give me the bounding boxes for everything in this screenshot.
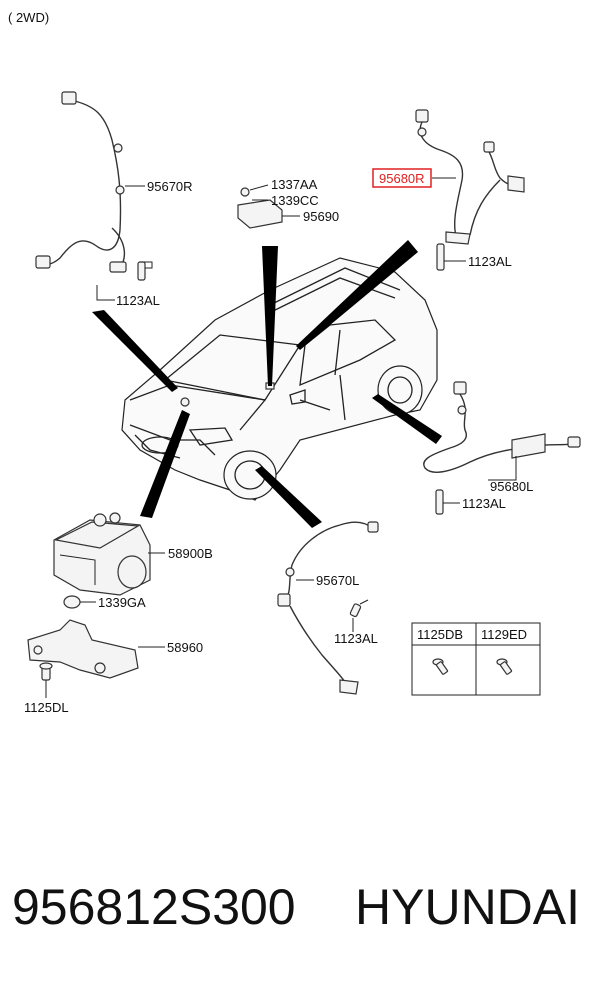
abs-unit-drawing bbox=[53, 512, 165, 596]
bolt-1125DB-icon bbox=[432, 658, 449, 675]
front-left-sensor-drawing bbox=[277, 521, 379, 695]
front-left-bolt-drawing bbox=[349, 599, 369, 632]
beam-rear-left bbox=[372, 394, 442, 444]
table-header-1129ED: 1129ED bbox=[481, 627, 527, 642]
label-1339GA: 1339GA bbox=[98, 595, 146, 610]
beam-front-left bbox=[255, 466, 322, 528]
beam-module bbox=[262, 246, 278, 386]
label-1337AA: 1337AA bbox=[271, 177, 318, 192]
rear-left-sensor-drawing bbox=[423, 381, 581, 481]
label-1125DL: 1125DL bbox=[24, 700, 69, 715]
label-95680R: 95680R bbox=[379, 171, 425, 186]
label-58960: 58960 bbox=[167, 640, 203, 655]
bolt-table: 1125DB 1129ED bbox=[411, 622, 541, 696]
label-1123AL-front-right: 1123AL bbox=[116, 293, 160, 308]
beam-front-right bbox=[92, 310, 178, 392]
label-1123AL-rear-right: 1123AL bbox=[468, 254, 512, 269]
front-right-sensor-drawing bbox=[35, 91, 145, 273]
rear-right-sensor-drawing bbox=[415, 109, 525, 245]
nut-drawing bbox=[63, 595, 96, 609]
label-1339CC: 1339CC bbox=[271, 193, 319, 208]
label-95680L: 95680L bbox=[490, 479, 533, 494]
module-drawing bbox=[237, 184, 300, 229]
table-header-1125DB: 1125DB bbox=[417, 627, 463, 642]
label-95670L: 95670L bbox=[316, 573, 359, 588]
beam-rear-right bbox=[296, 240, 418, 350]
footer: 956812S300 HYUNDAI bbox=[12, 878, 592, 948]
label-1123AL-front-left: 1123AL bbox=[334, 631, 378, 646]
abs-bracket-drawing bbox=[27, 619, 165, 679]
part-number: 956812S300 bbox=[12, 879, 296, 935]
beam-abs bbox=[140, 410, 190, 518]
bolt-1129ED-icon bbox=[496, 658, 513, 675]
front-right-bolt-drawing bbox=[96, 261, 153, 301]
variant-label: ( 2WD) bbox=[8, 10, 49, 25]
vehicle-drawing bbox=[121, 257, 438, 501]
label-95690: 95690 bbox=[303, 209, 339, 224]
brand-name: HYUNDAI bbox=[355, 879, 581, 935]
label-58900B: 58900B bbox=[168, 546, 213, 561]
rear-right-bolt-drawing bbox=[436, 243, 466, 271]
highlight-box bbox=[372, 168, 432, 188]
label-1123AL-rear-left: 1123AL bbox=[462, 496, 506, 511]
bracket-bolt-drawing bbox=[39, 662, 53, 698]
label-95670R: 95670R bbox=[147, 179, 193, 194]
rear-left-bolt-drawing bbox=[435, 489, 460, 515]
